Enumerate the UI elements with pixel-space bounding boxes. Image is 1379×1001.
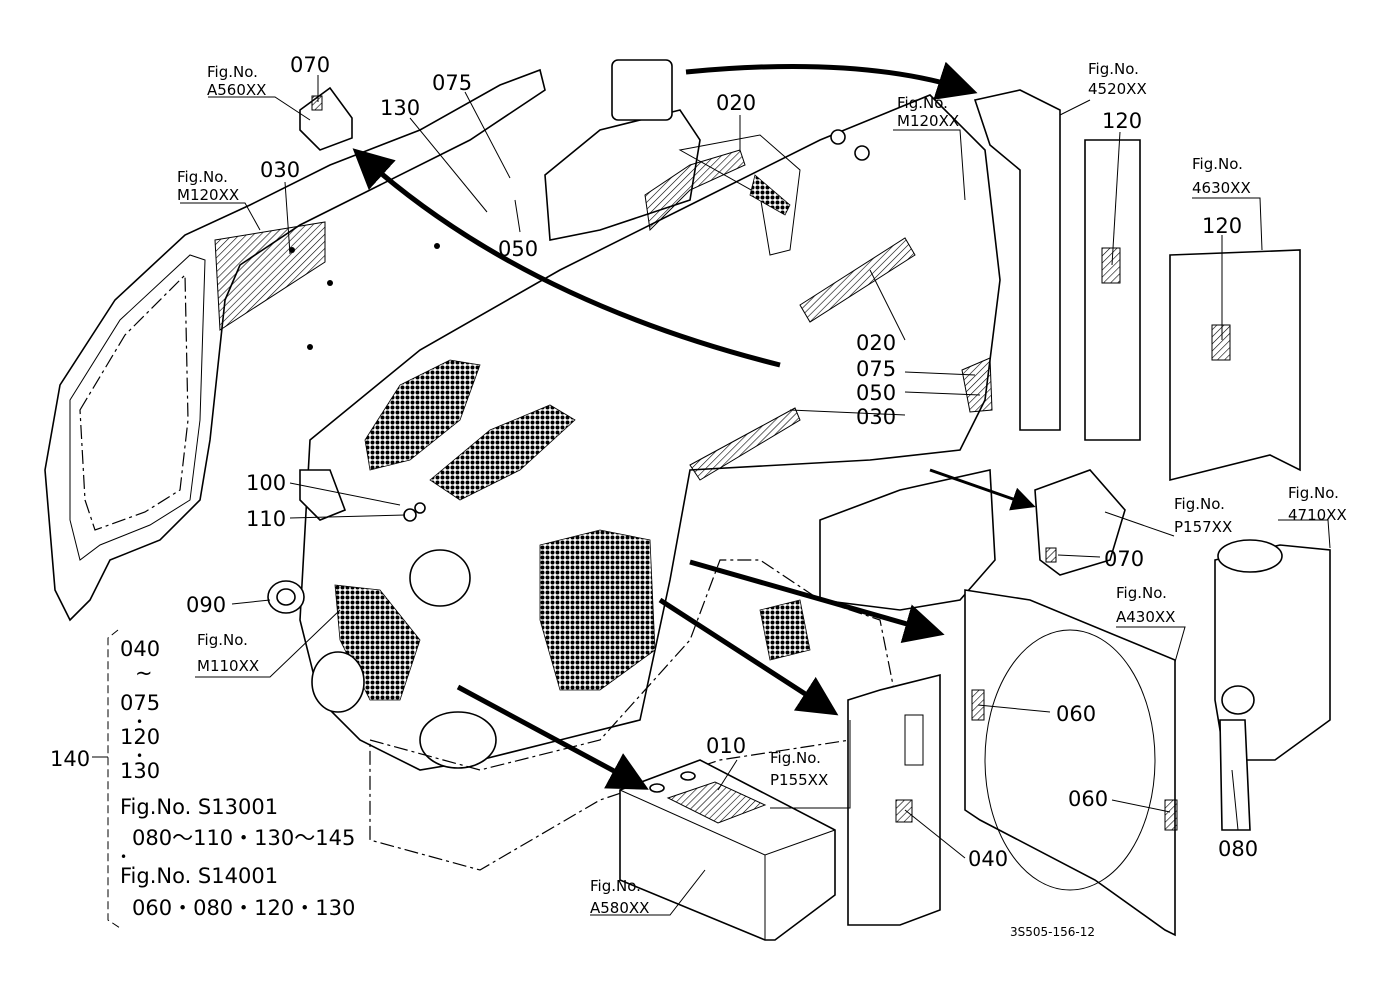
fig-a560-caption: Fig.No.	[207, 63, 258, 81]
label-140: 140	[50, 747, 90, 771]
label-050-right: 050	[856, 381, 896, 405]
hood	[299, 59, 1001, 771]
kit-row-s14001-parts: 060・080・120・130	[132, 896, 355, 920]
battery	[619, 759, 836, 941]
kit-row-dot-1: •	[136, 715, 143, 729]
fig-m110-caption: Fig.No.	[197, 631, 248, 649]
label-040: 040	[968, 847, 1008, 871]
label-075-top: 075	[432, 71, 472, 95]
fig-4520-number: 4520XX	[1088, 80, 1147, 98]
label-060-shroud-bottom: 060	[1068, 787, 1108, 811]
fig-m120-left-caption: Fig.No.	[177, 168, 228, 186]
label-020-right: 020	[856, 331, 896, 355]
front-chassis	[369, 469, 996, 871]
fig-a580-caption: Fig.No.	[590, 877, 641, 895]
fig-4630-number: 4630XX	[1192, 179, 1251, 197]
fig-4520-caption: Fig.No.	[1088, 60, 1139, 78]
fig-a580-number: A580XX	[590, 899, 649, 917]
fig-p157-number: P157XX	[1174, 518, 1232, 536]
label-090: 090	[186, 593, 226, 617]
fig-p155-number: P155XX	[770, 771, 828, 789]
kit-row-130: 130	[120, 759, 160, 783]
bracket-p157	[1034, 469, 1126, 576]
kit-row-075: 075	[120, 691, 160, 715]
reserve-tank	[1214, 539, 1331, 831]
fan-shroud	[964, 589, 1178, 937]
label-020-top: 020	[716, 91, 756, 115]
kit-row-s13001-parts: 080～110・130～145	[132, 826, 355, 850]
fig-a430-number: A430XX	[1116, 608, 1175, 626]
drawing-number: 3S505-156-12	[1010, 925, 1095, 939]
label-030-right: 030	[856, 405, 896, 429]
label-080: 080	[1218, 837, 1258, 861]
label-100: 100	[246, 471, 286, 495]
cab-frame	[44, 68, 546, 622]
part-labels: 070 075 130 050 030 020 120 120 020 075 …	[50, 53, 1258, 871]
label-010: 010	[706, 734, 746, 758]
fig-a430-caption: Fig.No.	[1116, 584, 1167, 602]
label-120-exhaust: 120	[1102, 109, 1142, 133]
label-030-left: 030	[260, 158, 300, 182]
heat-shield	[1169, 249, 1301, 482]
fig-references: Fig.No. A560XX Fig.No. M120XX Fig.No. M1…	[177, 60, 1347, 917]
exhaust-pipe	[973, 89, 1141, 441]
side-panel	[847, 673, 941, 926]
fig-m120-center-number: M120XX	[897, 112, 959, 130]
fig-m120-left-number: M120XX	[177, 186, 239, 204]
label-130-top: 130	[380, 96, 420, 120]
label-070-top: 070	[290, 53, 330, 77]
kit-bracket	[92, 629, 121, 929]
label-070-bracket: 070	[1104, 547, 1144, 571]
label-060-shroud-top: 060	[1056, 702, 1096, 726]
kit-row-tilde: ~	[135, 661, 153, 685]
grommet-090	[267, 580, 305, 614]
label-110: 110	[246, 507, 286, 531]
kit-row-fig-s14001: Fig.No. S14001	[120, 864, 278, 888]
label-120-shield: 120	[1202, 214, 1242, 238]
bracket-070	[299, 86, 353, 151]
fig-p155-caption: Fig.No.	[770, 749, 821, 767]
fig-m120-center-caption: Fig.No.	[897, 94, 948, 112]
label-050-top: 050	[498, 237, 538, 261]
kit-row-dot-2: •	[136, 749, 143, 763]
fig-p157-caption: Fig.No.	[1174, 495, 1225, 513]
fig-4710-caption: Fig.No.	[1288, 484, 1339, 502]
arrows	[352, 61, 1036, 790]
label-075-right: 075	[856, 357, 896, 381]
kit-row-fig-s13001: Fig.No. S13001	[120, 795, 278, 819]
leader-lines	[180, 75, 1331, 916]
kit-row-040: 040	[120, 637, 160, 661]
kit-row-120: 120	[120, 725, 160, 749]
fig-m110-number: M110XX	[197, 657, 259, 675]
fig-4630-caption: Fig.No.	[1192, 155, 1243, 173]
kit-list: 040 ~ 075 • 120 • 130 Fig.No. S13001 080…	[120, 637, 355, 920]
fig-4710-number: 4710XX	[1288, 506, 1347, 524]
kit-row-dot-3: •	[120, 850, 127, 864]
fig-a560-number: A560XX	[207, 81, 266, 99]
